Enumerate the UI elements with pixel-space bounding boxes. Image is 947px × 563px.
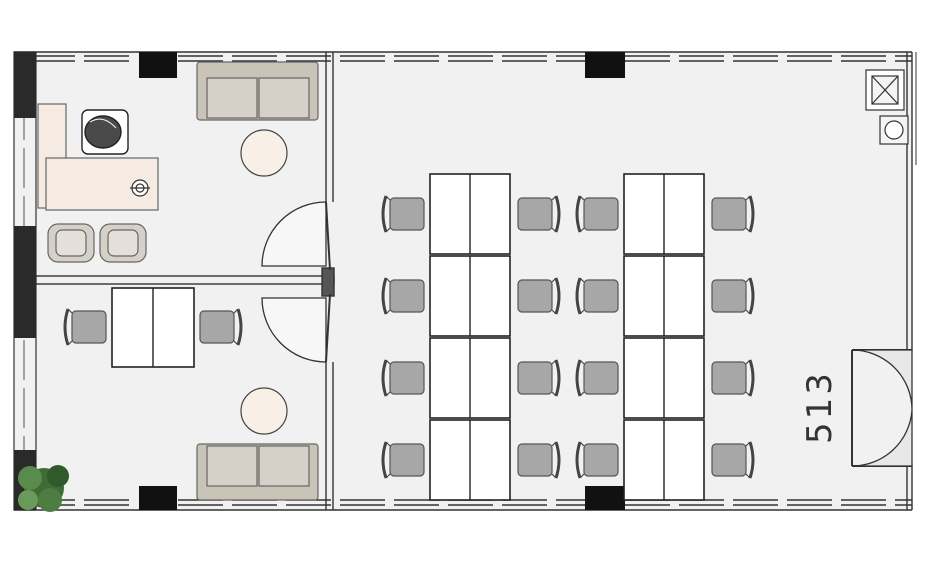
entrance-door[interactable] (851, 349, 913, 467)
armchairs (47, 223, 147, 263)
coffee-table-bottom (240, 387, 288, 435)
room-number-label: 513 (800, 370, 840, 444)
meeting-desk (111, 287, 195, 368)
utility-box-icon (865, 69, 909, 145)
coffee-table-top (240, 129, 288, 177)
office-door-bottom[interactable] (261, 293, 331, 363)
partition-wall (35, 52, 335, 510)
plant-icon (18, 465, 69, 512)
office-door-top[interactable] (261, 201, 331, 271)
columns (139, 52, 625, 510)
reception-desk (37, 103, 159, 211)
left-wall (13, 51, 37, 511)
office-chair-icon (81, 109, 129, 155)
sofa-top (196, 61, 319, 121)
sofa-bottom (196, 443, 319, 501)
